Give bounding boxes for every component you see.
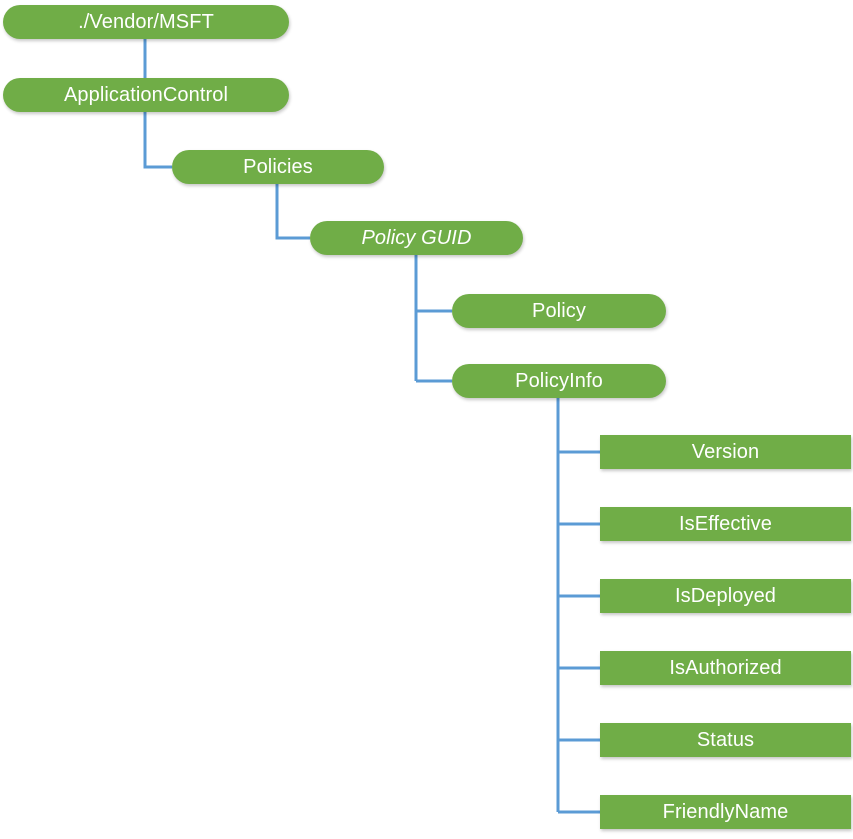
node-version[interactable]: Version: [600, 435, 851, 469]
node-label: IsDeployed: [674, 585, 777, 607]
node-label: Version: [691, 441, 760, 463]
node-is-effective[interactable]: IsEffective: [600, 507, 851, 541]
node-policy-info[interactable]: PolicyInfo: [452, 364, 666, 398]
node-label: Policy: [532, 300, 586, 322]
node-label: ./Vendor/MSFT: [78, 11, 214, 33]
node-policy-guid[interactable]: Policy GUID: [310, 221, 523, 255]
node-label: Policies: [243, 156, 313, 178]
node-label: IsAuthorized: [669, 657, 782, 679]
connector-policies-to-policyguid: [275, 184, 310, 240]
node-label: ApplicationControl: [63, 84, 229, 106]
node-policies[interactable]: Policies: [172, 150, 384, 184]
connector-appcontrol-to-policies: [143, 112, 172, 169]
node-is-deployed[interactable]: IsDeployed: [600, 579, 851, 613]
node-application-control[interactable]: ApplicationControl: [3, 78, 289, 112]
node-is-authorized[interactable]: IsAuthorized: [600, 651, 851, 685]
node-label: IsEffective: [679, 513, 772, 535]
node-vendor-msft[interactable]: ./Vendor/MSFT: [3, 5, 289, 39]
node-label: FriendlyName: [662, 801, 789, 823]
node-label: Policy GUID: [361, 227, 472, 249]
node-status[interactable]: Status: [600, 723, 851, 757]
node-friendly-name[interactable]: FriendlyName: [600, 795, 851, 829]
node-label: Status: [696, 729, 755, 751]
node-label: PolicyInfo: [515, 370, 603, 392]
node-policy[interactable]: Policy: [452, 294, 666, 328]
